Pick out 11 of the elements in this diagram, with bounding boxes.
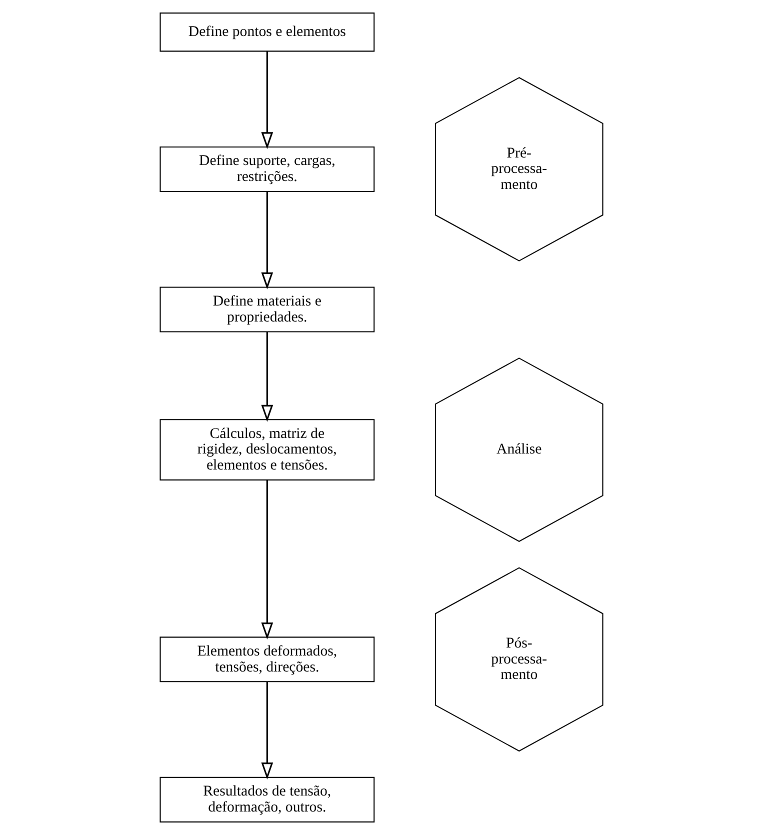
node-box: Elementos deformados, tensões, direções. (160, 636, 375, 682)
node-box: Define materiais e propriedades. (160, 286, 375, 332)
node-box: Resultados de tensão, deformação, outros. (160, 776, 375, 822)
node-box: Define pontos e elementos (160, 12, 375, 52)
arrow (261, 332, 274, 422)
arrow (261, 192, 274, 290)
arrow (261, 682, 274, 780)
node-box: Cálculos, matriz de rigidez, deslocamentos, elementos e tensões. (160, 419, 375, 480)
arrow (261, 480, 274, 640)
node-box: Define suporte, cargas, restrições. (160, 146, 375, 192)
arrow (261, 51, 274, 150)
